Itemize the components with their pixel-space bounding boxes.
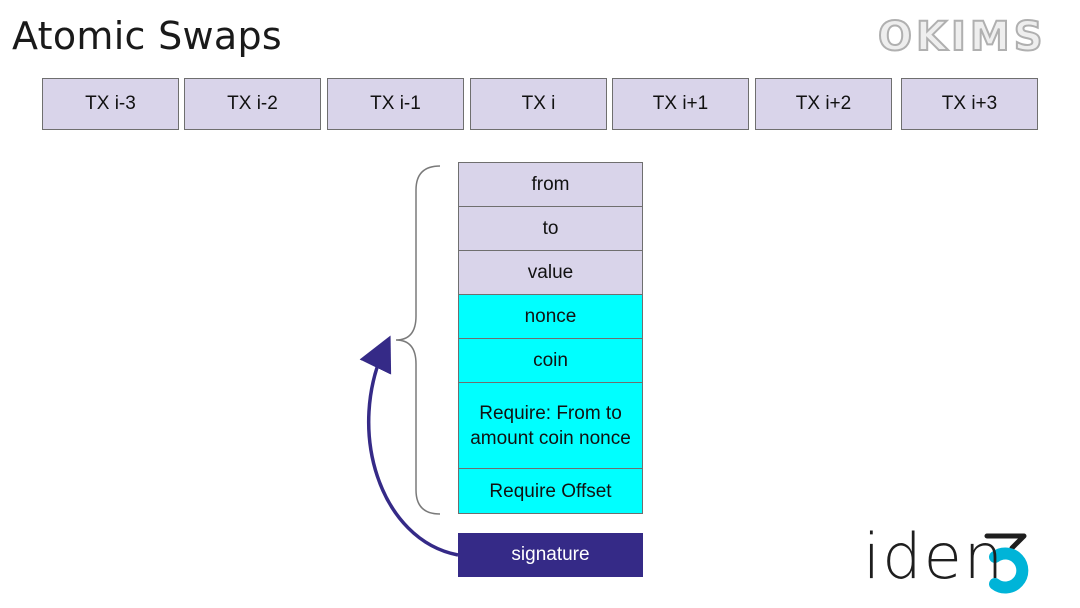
slide-title: Atomic Swaps — [12, 14, 283, 58]
field-require-offset: Require Offset — [458, 468, 643, 514]
transaction-fields: from to value nonce coin Require: From t… — [458, 162, 643, 514]
field-require-condition: Require: From to amount coin nonce — [458, 382, 643, 469]
field-coin: coin — [458, 338, 643, 383]
tx-box: TX i — [470, 78, 607, 130]
field-to: to — [458, 206, 643, 251]
tx-box: TX i-1 — [327, 78, 464, 130]
field-nonce: nonce — [458, 294, 643, 339]
iden3-logo-text: iden — [863, 520, 1005, 593]
tx-box: TX i+2 — [755, 78, 892, 130]
tx-box: TX i-3 — [42, 78, 179, 130]
tx-box: TX i+3 — [901, 78, 1038, 130]
field-from: from — [458, 162, 643, 207]
tx-box: TX i-2 — [184, 78, 321, 130]
signature-arrow — [359, 335, 459, 557]
iden3-logo-icon — [984, 533, 1029, 594]
iden3-logo-letters: iden — [863, 520, 1006, 593]
signature-box: signature — [458, 533, 643, 577]
tx-box: TX i+1 — [612, 78, 749, 130]
curly-brace — [395, 165, 441, 515]
okims-logo: OKIMS — [877, 13, 1047, 61]
